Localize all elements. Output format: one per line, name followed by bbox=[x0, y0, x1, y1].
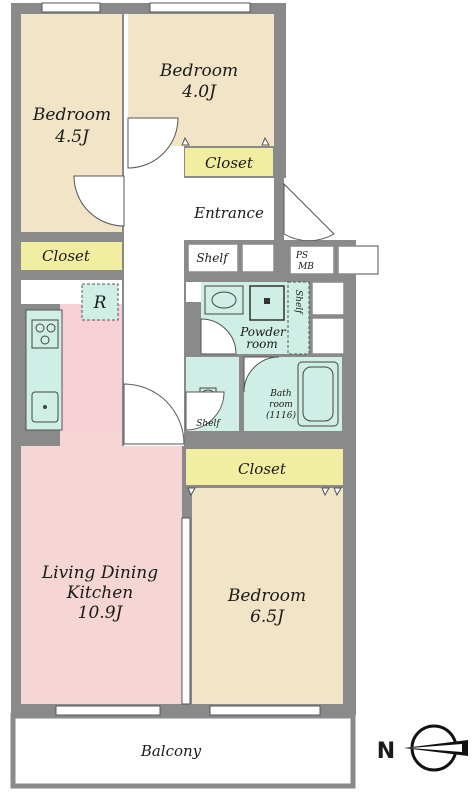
ldk-upper-gap bbox=[60, 432, 122, 448]
burner-1 bbox=[35, 323, 45, 333]
meter-box-right bbox=[337, 245, 379, 275]
burner-3 bbox=[40, 335, 50, 345]
shelf-powder-label: Shelf bbox=[293, 290, 303, 315]
stove-icon bbox=[31, 319, 59, 349]
closet-lower-area bbox=[186, 449, 343, 485]
compass-letter: N bbox=[377, 739, 395, 764]
window-2 bbox=[149, 2, 251, 13]
ps-mb-box bbox=[289, 245, 335, 275]
powder-label-2: room bbox=[246, 337, 278, 351]
kitchen-area bbox=[60, 304, 122, 440]
bedroom-c-size: 6.5J bbox=[250, 607, 285, 627]
door-swing-ldk bbox=[123, 383, 185, 445]
washer-pan bbox=[249, 285, 285, 321]
closet-door-markers bbox=[181, 136, 342, 497]
refrigerator-label: R bbox=[93, 293, 107, 313]
storage-right-a bbox=[311, 281, 345, 316]
door-swings bbox=[73, 117, 335, 445]
wall-gap-door bbox=[186, 282, 201, 302]
bedroom-c-name: Bedroom bbox=[227, 586, 306, 606]
bathtub-inner bbox=[302, 366, 334, 422]
corridor-top bbox=[124, 14, 128, 146]
closet-left-area bbox=[21, 242, 122, 270]
washer-drain bbox=[264, 298, 270, 304]
sink-drain bbox=[43, 405, 47, 409]
window-3 bbox=[55, 705, 161, 716]
sliding-door-track bbox=[181, 517, 191, 705]
bath-size-label: (1116) bbox=[266, 410, 296, 421]
entrance-area bbox=[184, 178, 274, 240]
refrigerator-space bbox=[81, 283, 119, 321]
bedroom-a-size: 4.5J bbox=[54, 127, 90, 147]
bath-label-2: room bbox=[269, 400, 293, 410]
sink-basin bbox=[31, 391, 59, 423]
closet-lower-label: Closet bbox=[238, 460, 287, 478]
closet-marker-lower-c bbox=[333, 487, 342, 497]
ldk-area bbox=[21, 446, 182, 704]
washbasin-icon bbox=[204, 285, 244, 315]
ps-label: PS bbox=[295, 251, 308, 261]
door-swing-entrance bbox=[283, 182, 335, 242]
closet-marker-top-b bbox=[261, 136, 270, 146]
door-swing-bedroom-a bbox=[73, 175, 125, 227]
windows bbox=[41, 2, 321, 716]
bathtub-outer bbox=[297, 361, 339, 427]
ldk-label-2: Kitchen bbox=[66, 583, 133, 603]
stove-body bbox=[31, 319, 59, 349]
entrance-floor-strip bbox=[241, 243, 275, 273]
bedroom-c-area bbox=[192, 488, 343, 704]
shelf-entrance-label: Shelf bbox=[196, 251, 230, 265]
bedroom-a-name: Bedroom bbox=[32, 105, 111, 125]
door-swing-bedroom-b bbox=[127, 117, 179, 169]
ldk-label-1: Living Dining bbox=[41, 563, 158, 583]
shelf-toilet-label: Shelf bbox=[196, 419, 221, 429]
burner-2 bbox=[46, 323, 56, 333]
washing-machine-icon bbox=[249, 285, 285, 321]
powder-label-1: Powder bbox=[239, 325, 287, 339]
closet-marker-top-a bbox=[181, 136, 190, 146]
washbasin-counter bbox=[204, 285, 244, 315]
closet-marker-lower-a bbox=[187, 487, 196, 497]
door-swing-powder bbox=[200, 318, 237, 355]
window-4 bbox=[209, 705, 321, 716]
north-arrow-icon: N bbox=[377, 724, 468, 772]
bedroom-b-name: Bedroom bbox=[159, 61, 238, 81]
shelf-powder-area bbox=[287, 281, 310, 355]
closet-marker-lower-b bbox=[321, 487, 330, 497]
compass-needle-light bbox=[410, 744, 462, 752]
washbasin-bowl bbox=[211, 291, 237, 309]
ldk-size: 10.9J bbox=[78, 603, 124, 623]
shelf-entrance-box bbox=[187, 243, 239, 273]
window-1 bbox=[41, 2, 101, 13]
mb-label: MB bbox=[297, 262, 314, 272]
bedroom-b-size: 4.0J bbox=[181, 82, 217, 102]
balcony-label: Balcony bbox=[140, 742, 202, 760]
closet-top-label: Closet bbox=[205, 154, 254, 172]
closet-top-area bbox=[185, 148, 273, 176]
bathtub-icon bbox=[297, 361, 339, 427]
bath-label-1: Bath bbox=[269, 389, 291, 399]
door-swing-toilet bbox=[185, 391, 225, 431]
entrance-label: Entrance bbox=[193, 204, 264, 222]
kitchen-sink-icon bbox=[31, 391, 59, 423]
bathroom-area bbox=[244, 357, 342, 431]
storage-right-b bbox=[311, 317, 345, 355]
door-swing-bath bbox=[243, 356, 280, 393]
closet-left-label: Closet bbox=[42, 247, 91, 265]
balcony-area bbox=[10, 713, 356, 789]
